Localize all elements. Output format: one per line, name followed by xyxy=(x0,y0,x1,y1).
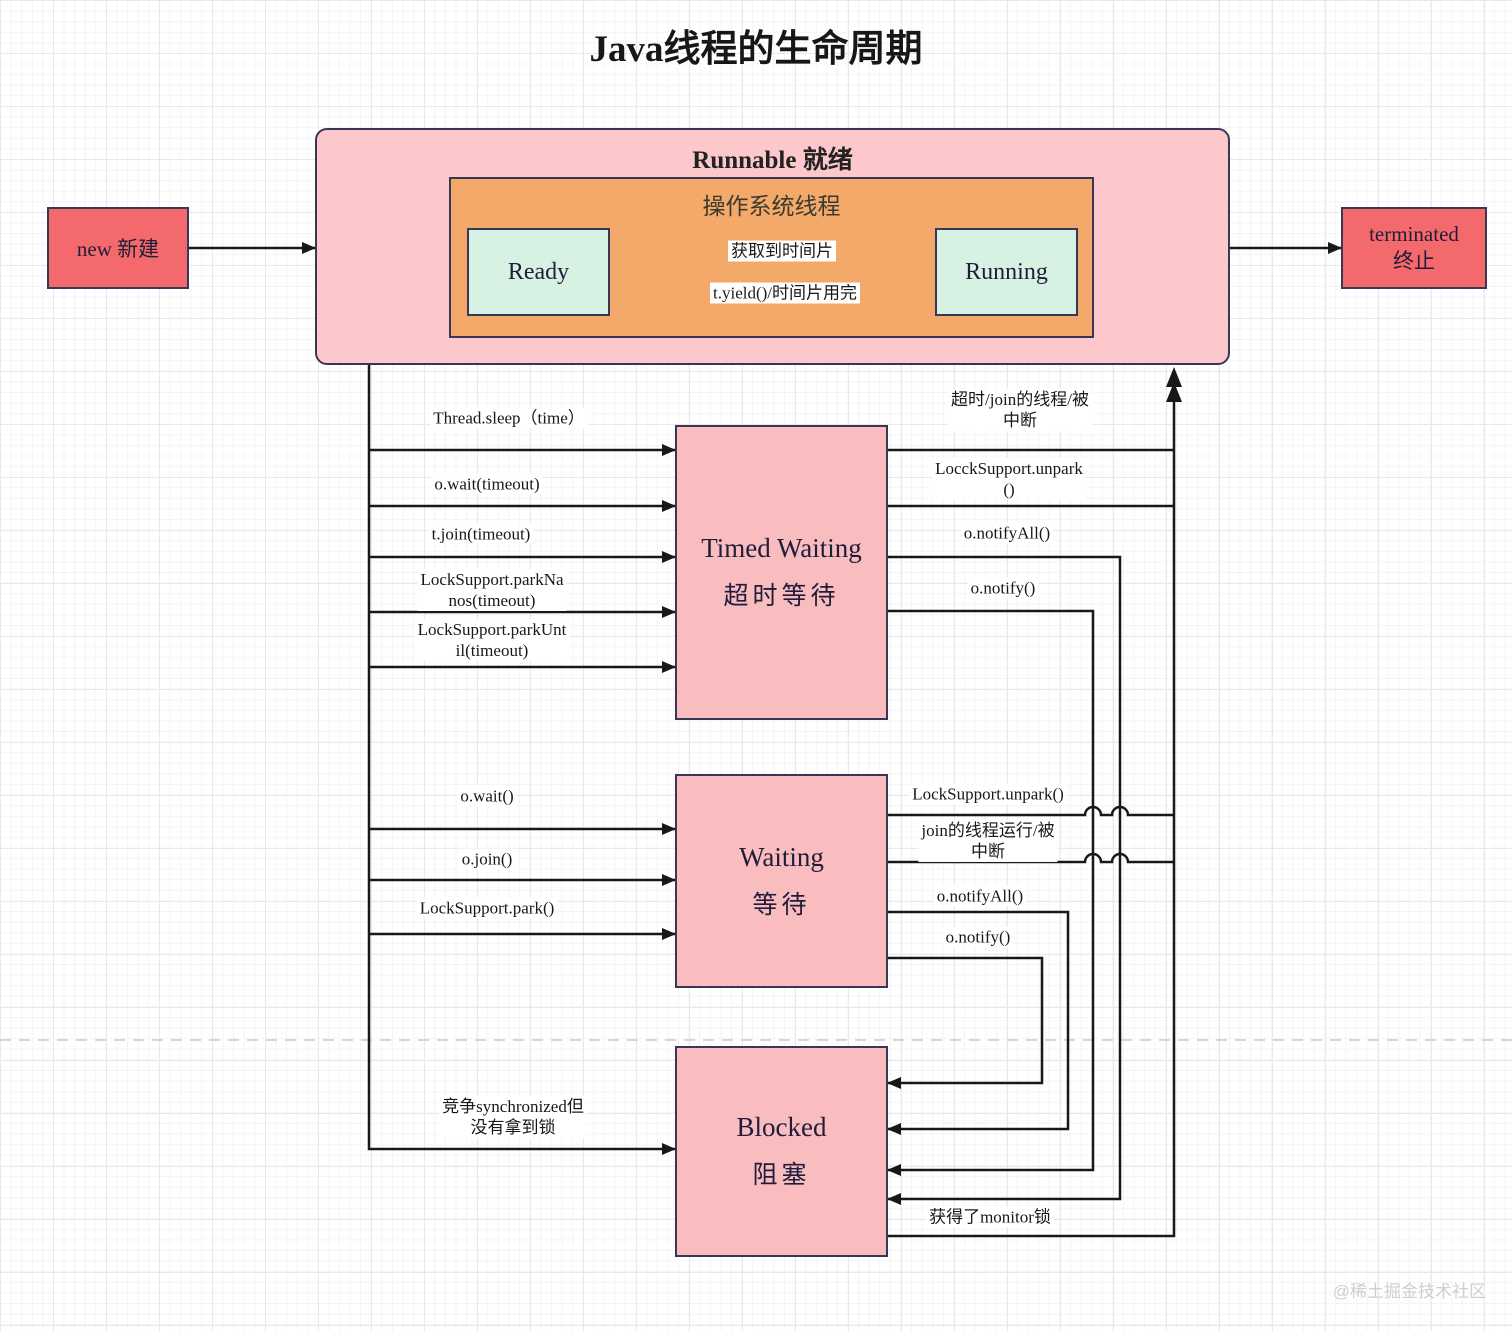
node-ready-label: Ready xyxy=(507,258,570,285)
node-terminated-zh: 终止 xyxy=(1393,249,1435,273)
node-terminated: terminated 终止 xyxy=(1341,207,1487,289)
edge-w-join-return xyxy=(888,852,1174,864)
edge-label-w-notifyall: o.notifyAll() xyxy=(933,885,1027,907)
edge-label-o-wait: o.wait() xyxy=(457,785,517,807)
edge-tw-notify-to-blocked xyxy=(887,609,1095,1176)
node-ready: Ready xyxy=(467,228,610,316)
node-waiting-en: Waiting xyxy=(739,841,824,872)
node-waiting: Waiting 等待 xyxy=(675,774,888,988)
up-arrowhead-1 xyxy=(1166,367,1182,387)
node-new-label: new 新建 xyxy=(76,237,160,261)
edge-label-tw-notify: o.notify() xyxy=(967,577,1039,599)
edge-label-thread-sleep: Thread.sleep（time） xyxy=(430,407,588,429)
node-blocked: Blocked 阻塞 xyxy=(675,1046,888,1257)
node-timed-waiting: Timed Waiting 超时等待 xyxy=(675,425,888,720)
edge-w-unpark-return xyxy=(888,805,1174,817)
edge-label-tw-notifyall: o.notifyAll() xyxy=(960,522,1054,544)
node-waiting-zh: 等待 xyxy=(752,891,811,919)
edge-label-ls-park: LockSupport.park() xyxy=(416,897,558,919)
node-blocked-zh: 阻塞 xyxy=(752,1162,811,1189)
node-terminated-en: terminated xyxy=(1369,221,1459,246)
up-arrowhead-2 xyxy=(1166,382,1182,402)
edge-label-w-unpark: LockSupport.unpark() xyxy=(909,783,1067,805)
edge-w-notify-to-blocked xyxy=(887,956,1044,1089)
edge-label-tw-unpark: LocckSupport.unpark () xyxy=(932,458,1086,500)
edge-w-notifyall-to-blocked xyxy=(887,910,1070,1135)
edge-label-sync-blocked: 竞争synchronized但 没有拿到锁 xyxy=(439,1096,587,1138)
edge-running-to-blocked xyxy=(367,365,676,1155)
node-running: Running xyxy=(935,228,1078,316)
watermark: @稀土掘金技术社区 xyxy=(1332,1282,1486,1301)
node-new: new 新建 xyxy=(47,207,189,289)
edge-label-park-until: LockSupport.parkUnt il(timeout) xyxy=(414,619,570,661)
node-os-thread-title: 操作系统线程 xyxy=(702,194,841,219)
edge-label-w-notify: o.notify() xyxy=(942,926,1014,948)
node-runnable-title: Runnable 就绪 xyxy=(692,147,853,174)
edge-label-o-wait-timeout: o.wait(timeout) xyxy=(431,473,543,495)
edge-tw-notifyall-to-blocked xyxy=(887,555,1122,1205)
edge-blocked-monitor-return xyxy=(888,400,1176,1238)
edge-label-yield-timeslice: t.yield()/时间片用完 xyxy=(709,282,861,304)
edge-label-o-join: o.join() xyxy=(458,848,516,870)
edge-label-w-join-interrupted: join的线程运行/被 中断 xyxy=(918,820,1058,862)
node-timed-waiting-en: Timed Waiting xyxy=(701,533,862,563)
edge-label-got-monitor: 获得了monitor锁 xyxy=(926,1206,1054,1228)
node-running-label: Running xyxy=(965,258,1048,285)
edge-label-get-timeslice: 获取到时间片 xyxy=(728,240,836,262)
node-blocked-en: Blocked xyxy=(736,1112,827,1142)
diagram-title: Java线程的生命周期 xyxy=(589,29,923,70)
edge-label-t-join-timeout: t.join(timeout) xyxy=(428,523,534,545)
edge-label-park-nanos: LockSupport.parkNa nos(timeout) xyxy=(417,569,567,611)
edge-label-tw-timeout-interrupted: 超时/join的线程/被 中断 xyxy=(948,389,1092,431)
node-timed-waiting-zh: 超时等待 xyxy=(723,583,840,610)
